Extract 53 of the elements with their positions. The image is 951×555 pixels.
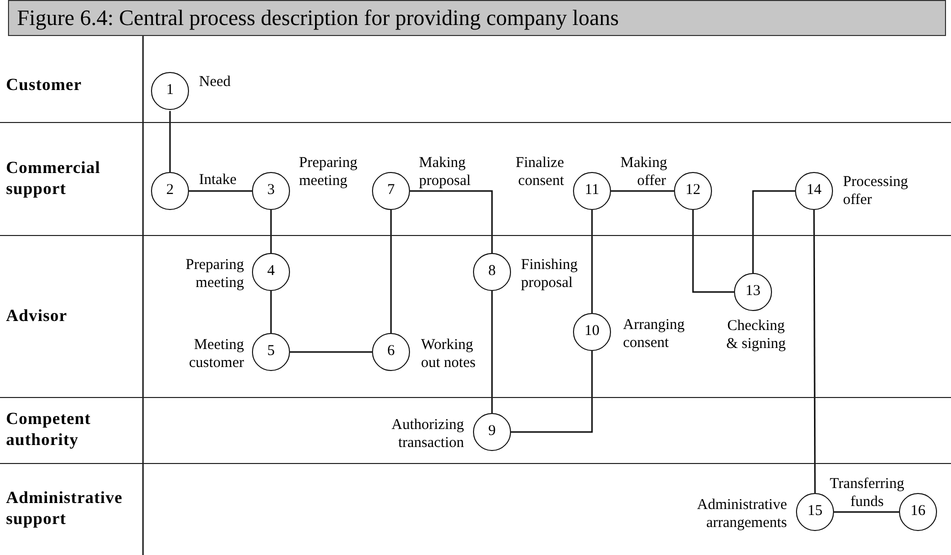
connector-line (270, 291, 272, 333)
lane-heading: Competent authority (6, 408, 92, 450)
step-number: 16 (910, 504, 926, 519)
connector-line (813, 210, 816, 493)
step-number: 5 (267, 344, 275, 359)
step-label: Preparing meeting (184, 256, 244, 292)
step-label: Intake (199, 170, 236, 188)
connector-line (270, 210, 272, 253)
lane-heading: Commercial support (6, 156, 102, 198)
connector-line (611, 190, 674, 192)
connector-line (290, 351, 372, 353)
step-number: 12 (686, 183, 700, 198)
step-label: Administrative arrangements (696, 496, 787, 532)
connector-line (752, 190, 795, 273)
step-label: Preparing meeting (299, 154, 358, 190)
step-number: 10 (584, 324, 600, 339)
connector-line (834, 511, 899, 513)
step-label: Meeting customer (188, 336, 244, 372)
step-number: 15 (808, 504, 822, 519)
step-number: 4 (267, 264, 275, 279)
step-label: Making offer (620, 154, 666, 190)
connector-line (410, 190, 493, 253)
connector-line (390, 210, 392, 333)
step-number: 1 (166, 83, 174, 98)
step-number: 14 (806, 183, 822, 198)
connector-line (491, 291, 493, 413)
lane-heading: Administrative support (6, 487, 124, 529)
step-label: Transferring funds (828, 474, 906, 510)
step-label: Finalize consent (514, 154, 564, 190)
step-label: Checking & signing (725, 316, 787, 352)
lane-heading: Advisor (6, 304, 68, 326)
figure-title: Figure 6.4: Central process description for providing company loans (8, 0, 946, 36)
step-label: Finishing proposal (521, 256, 579, 292)
step-number: 13 (746, 284, 760, 299)
step-number: 7 (387, 183, 395, 198)
step-label: Making proposal (419, 154, 472, 190)
step-label: Working out notes (421, 336, 477, 372)
step-label: Authorizing transaction (390, 416, 464, 452)
connector-line (511, 351, 593, 433)
step-number: 8 (488, 264, 496, 279)
step-label: Processing offer (843, 172, 909, 208)
connector-line (169, 111, 171, 172)
lane-heading: Customer (6, 74, 83, 94)
step-label: Arranging consent (623, 316, 686, 352)
step-number: 3 (267, 183, 275, 198)
step-number: 6 (387, 344, 395, 359)
step-number: 2 (166, 183, 174, 198)
step-label: Need (199, 72, 231, 90)
connector-line (692, 210, 734, 293)
connector-line (189, 190, 252, 192)
step-number: 9 (488, 424, 496, 439)
connector-line (591, 210, 593, 313)
step-number: 11 (584, 183, 600, 198)
